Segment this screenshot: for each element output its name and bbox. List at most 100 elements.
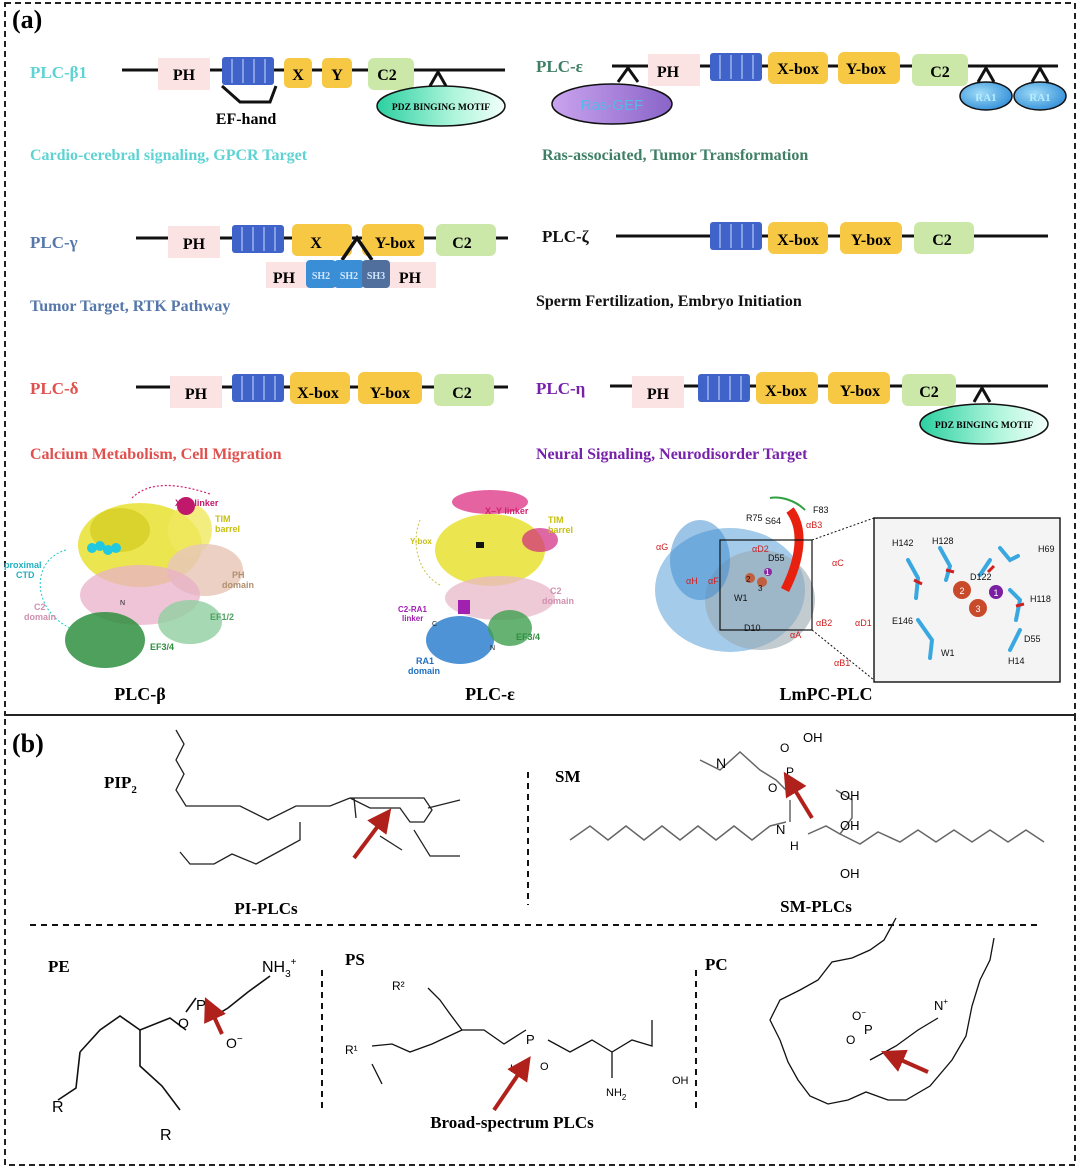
- svg-text:αA: αA: [790, 630, 801, 640]
- svg-text:O: O: [540, 1061, 549, 1073]
- svg-text:H128: H128: [932, 536, 954, 546]
- svg-text:barrel: barrel: [215, 524, 240, 534]
- svg-text:C2: C2: [377, 67, 397, 84]
- svg-text:1: 1: [765, 568, 770, 577]
- svg-text:αF: αF: [708, 576, 719, 586]
- svg-text:3: 3: [758, 584, 763, 593]
- svg-text:Y-box: Y-box: [370, 385, 410, 402]
- svg-text:H142: H142: [892, 538, 914, 548]
- eta-name: PLC-η: [536, 379, 585, 398]
- svg-text:αC: αC: [832, 558, 844, 568]
- zeta-xbox-domain: [768, 222, 828, 254]
- svg-text:N: N: [716, 755, 726, 771]
- svg-text:2: 2: [746, 575, 751, 584]
- eta-c2-domain: [902, 374, 956, 406]
- panel-b-label: (b): [12, 729, 44, 758]
- svg-text:N: N: [490, 645, 495, 652]
- pc-n-plus: N+: [934, 997, 948, 1013]
- svg-text:X: X: [292, 67, 304, 84]
- gamma-ybox-domain: [362, 224, 424, 256]
- zeta-ef-hand-domain: [709, 221, 763, 251]
- svg-text:C: C: [432, 621, 437, 628]
- gamma-caption: Tumor Target, RTK Pathway: [30, 298, 230, 315]
- svg-text:C2: C2: [932, 232, 952, 249]
- svg-text:PH: PH: [183, 236, 206, 253]
- ps-nh2: NH2: [606, 1087, 627, 1102]
- delta-ybox-domain: [358, 372, 422, 404]
- svg-text:EF3/4: EF3/4: [150, 642, 174, 652]
- svg-text:domain: domain: [542, 596, 574, 606]
- svg-text:αB2: αB2: [816, 618, 832, 628]
- svg-text:αH: αH: [686, 576, 698, 586]
- ef-hand-label: EF-hand: [216, 111, 277, 128]
- svg-text:R: R: [52, 1099, 64, 1116]
- epsilon-ph-domain: [648, 54, 700, 86]
- eta-ybox-domain: [828, 372, 890, 404]
- isoform-eta: PLC-η PH X-box Y-box C2 PDZ BINGING MOTI…: [536, 372, 1049, 463]
- svg-text:D55: D55: [1024, 634, 1041, 644]
- svg-text:S64: S64: [765, 516, 781, 526]
- beta1-pdz-motif: [376, 85, 506, 127]
- eta-caption: Neural Signaling, Neurodisorder Target: [536, 446, 808, 463]
- svg-text:PDZ BINGING MOTIF: PDZ BINGING MOTIF: [935, 421, 1033, 431]
- svg-text:RA1: RA1: [1029, 92, 1050, 104]
- svg-text:N: N: [120, 600, 125, 607]
- svg-text:C2: C2: [452, 385, 472, 402]
- svg-text:PH: PH: [647, 386, 670, 403]
- svg-text:H118: H118: [1030, 594, 1051, 604]
- sm-caption: SM-PLCs: [780, 897, 852, 916]
- epsilon-c2-domain: [912, 54, 968, 86]
- ps-caption: Broad-spectrum PLCs: [430, 1113, 594, 1132]
- svg-text:R²: R²: [392, 979, 405, 993]
- svg-text:X: X: [310, 235, 322, 252]
- svg-text:RA1: RA1: [416, 656, 434, 666]
- svg-text:αB3: αB3: [806, 520, 822, 530]
- lmpc-inset: [873, 517, 1061, 683]
- lmpc-title: LmPC-PLC: [780, 684, 873, 704]
- plc-beta-structure: X–Y linker TIM barrel proximal CTD PH do…: [4, 484, 254, 704]
- svg-text:O: O: [846, 1033, 855, 1047]
- gamma-ef-hand-domain: [231, 224, 285, 254]
- plc-eps-structure: X–Y linker TIM barrel Y-box C2 domain C2…: [398, 490, 574, 704]
- sh3-domain: [362, 260, 390, 288]
- beta1-caption: Cardio-cerebral signaling, GPCR Target: [30, 147, 308, 164]
- epsilon-ef-hand-domain: [709, 52, 763, 82]
- beta1-y-domain: [322, 58, 352, 88]
- svg-text:N: N: [776, 822, 785, 837]
- svg-text:SH2: SH2: [340, 271, 358, 282]
- pip2-name: PIP2: [104, 773, 137, 796]
- svg-text:H: H: [790, 839, 799, 853]
- svg-text:C2: C2: [930, 64, 950, 81]
- svg-text:OH: OH: [840, 818, 860, 833]
- svg-text:C2: C2: [34, 602, 46, 612]
- svg-text:domain: domain: [222, 580, 254, 590]
- svg-text:R75: R75: [746, 513, 763, 523]
- panel-a-frame: [4, 2, 1076, 716]
- svg-text:PH: PH: [173, 67, 196, 84]
- delta-c2-domain: [434, 374, 494, 406]
- svg-text:F83: F83: [813, 505, 829, 515]
- isoform-zeta: PLC-ζ X-box Y-box C2 Sperm Fertilization…: [536, 221, 1048, 310]
- pip2-caption: PI-PLCs: [234, 899, 298, 918]
- svg-text:X–Y linker: X–Y linker: [485, 506, 529, 516]
- svg-text:R¹: R¹: [345, 1043, 358, 1057]
- svg-text:Y-box: Y-box: [410, 537, 432, 546]
- svg-text:C2-RA1: C2-RA1: [398, 605, 427, 614]
- isoform-gamma: PLC-γ PH X Y-box C2 PH PH SH2 SH2 SH3 Tu…: [30, 224, 508, 315]
- beta1-ef-hand-domain: [221, 56, 275, 86]
- svg-text:X-box: X-box: [297, 385, 339, 402]
- zeta-c2-domain: [914, 222, 974, 254]
- zeta-name: PLC-ζ: [542, 227, 590, 246]
- svg-text:SH2: SH2: [312, 271, 330, 282]
- svg-text:PH: PH: [273, 270, 296, 287]
- svg-text:2: 2: [959, 586, 964, 596]
- svg-text:D122: D122: [970, 572, 992, 582]
- svg-text:PH: PH: [185, 386, 208, 403]
- panel-b-frame: [4, 714, 1076, 1166]
- svg-text:O: O: [178, 1015, 189, 1031]
- eta-pdz-motif: [919, 403, 1049, 445]
- svg-text:E146: E146: [892, 616, 913, 626]
- svg-text:OH: OH: [840, 866, 860, 881]
- isoform-epsilon: PLC-ε Ras-GEF PH X-box Y-box C2 RA1 RA1 …: [536, 52, 1067, 164]
- ps-name: PS: [345, 950, 365, 969]
